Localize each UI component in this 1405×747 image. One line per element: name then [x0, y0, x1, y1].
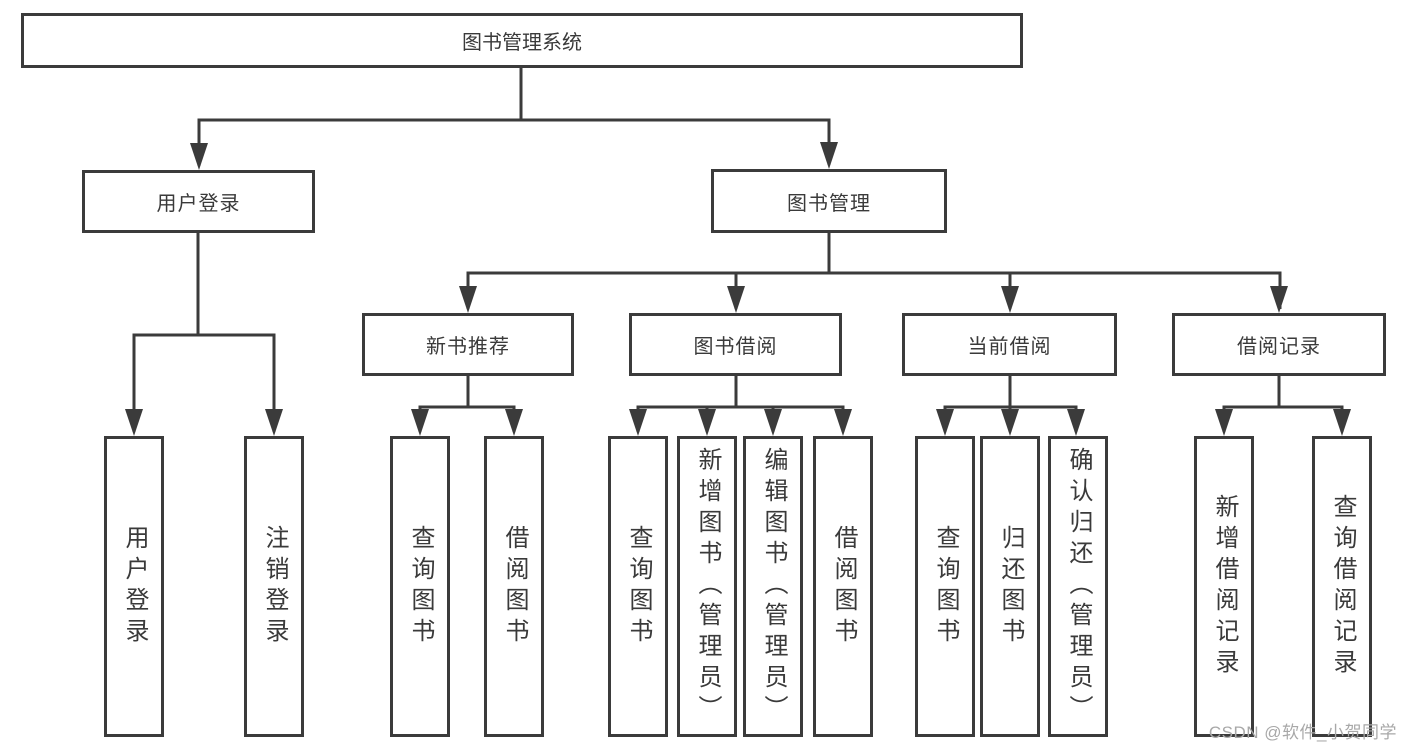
node-user-login-label: 用户登录	[156, 193, 241, 215]
node-new-book-recommend-label: 新书推荐	[426, 336, 510, 358]
leaf-borrow-edit-admin: 编辑图书（管理员）	[743, 436, 803, 737]
arrowhead-leaf-cur-query	[936, 409, 954, 436]
connector-borrow-split	[636, 376, 845, 432]
node-library-system: 图书管理系统	[21, 13, 1023, 68]
leaf-borrow-borrow: 借阅图书	[813, 436, 873, 737]
node-borrow-records-label: 借阅记录	[1237, 336, 1321, 358]
leaf-current-return: 归还图书	[980, 436, 1040, 737]
arrowhead-newbook	[459, 286, 477, 313]
arrowhead-login	[190, 143, 208, 170]
leaf-logout: 注销登录	[244, 436, 304, 737]
leaf-user-login-label: 用户登录	[121, 524, 148, 649]
leaf-logout-label: 注销登录	[261, 524, 288, 649]
arrowhead-records	[1270, 286, 1288, 313]
leaf-borrow-edit-admin-label: 编辑图书（管理员）	[760, 447, 787, 726]
node-book-borrowing: 图书借阅	[629, 313, 842, 376]
connector-newbook-split	[418, 376, 516, 432]
arrowhead-current	[1001, 286, 1019, 313]
arrowhead-mgmt	[820, 142, 838, 169]
connector-records-split	[1222, 376, 1344, 432]
leaf-current-query-label: 查询图书	[932, 524, 959, 649]
node-borrow-records: 借阅记录	[1172, 313, 1386, 376]
leaf-current-confirm-admin-label: 确认归还（管理员）	[1065, 447, 1092, 726]
node-library-system-label: 图书管理系统	[462, 32, 582, 54]
connector-mgmt-split	[466, 233, 1282, 309]
node-current-borrowing-label: 当前借阅	[967, 336, 1052, 358]
leaf-newbook-borrow: 借阅图书	[484, 436, 544, 737]
leaf-borrow-query-label: 查询图书	[625, 524, 652, 649]
leaf-current-confirm-admin: 确认归还（管理员）	[1048, 436, 1108, 737]
node-current-borrowing: 当前借阅	[902, 313, 1117, 376]
connector-root-split	[197, 68, 831, 166]
node-user-login: 用户登录	[82, 170, 315, 233]
leaf-current-query: 查询图书	[915, 436, 975, 737]
leaf-borrow-borrow-label: 借阅图书	[830, 524, 857, 649]
arrowhead-leaf-user-login	[125, 409, 143, 436]
leaf-borrow-add-admin-label: 新增图书（管理员）	[694, 447, 721, 726]
arrowhead-leaf-rec-query	[1333, 409, 1351, 436]
node-book-management: 图书管理	[711, 169, 947, 233]
arrowhead-leaf-bw-borrow	[834, 409, 852, 436]
arrowhead-leaf-bw-query	[629, 409, 647, 436]
arrowhead-leaf-nb-query	[411, 409, 429, 436]
leaf-record-add: 新增借阅记录	[1194, 436, 1254, 737]
leaf-newbook-borrow-label: 借阅图书	[501, 524, 528, 649]
leaf-record-add-label: 新增借阅记录	[1211, 493, 1238, 680]
arrowhead-leaf-rec-add	[1215, 409, 1233, 436]
csdn-watermark: CSDN @软件_小贺同学	[1208, 723, 1397, 742]
leaf-borrow-add-admin: 新增图书（管理员）	[677, 436, 737, 737]
arrowhead-leaf-cur-return	[1001, 409, 1019, 436]
leaf-newbook-query: 查询图书	[390, 436, 450, 737]
arrowhead-borrow	[727, 286, 745, 313]
leaf-borrow-query: 查询图书	[608, 436, 668, 737]
node-new-book-recommend: 新书推荐	[362, 313, 574, 376]
connector-login-split	[132, 233, 276, 432]
arrowhead-leaf-nb-borrow	[505, 409, 523, 436]
arrowhead-leaf-bw-edit	[764, 409, 782, 436]
arrowhead-leaf-bw-add	[698, 409, 716, 436]
leaf-current-return-label: 归还图书	[997, 524, 1024, 649]
arrowhead-leaf-cur-confirm	[1067, 409, 1085, 436]
leaf-record-query: 查询借阅记录	[1312, 436, 1372, 737]
node-book-management-label: 图书管理	[787, 192, 871, 215]
arrowhead-leaf-logout	[265, 409, 283, 436]
leaf-newbook-query-label: 查询图书	[407, 524, 434, 649]
leaf-user-login: 用户登录	[104, 436, 164, 737]
leaf-record-query-label: 查询借阅记录	[1329, 493, 1356, 680]
node-book-borrowing-label: 图书借阅	[693, 336, 778, 358]
